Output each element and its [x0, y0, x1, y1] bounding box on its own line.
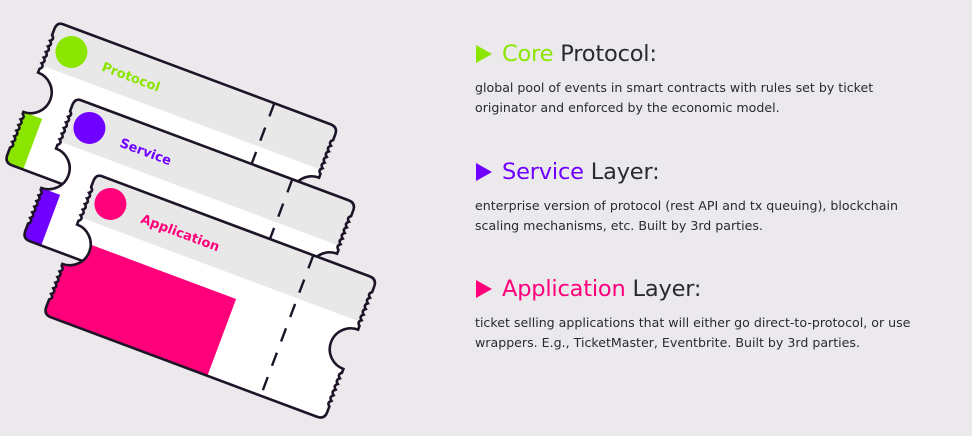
section-description: enterprise version of protocol (rest API… [475, 196, 945, 236]
section-application-layer: Application Layer: ticket selling applic… [475, 275, 945, 353]
section-description: ticket selling applications that will ei… [475, 313, 945, 353]
description-line: originator and enforced by the economic … [475, 100, 780, 115]
application-dot-icon [94, 187, 127, 220]
play-triangle-icon [476, 280, 492, 298]
section-heading: Core Protocol: [475, 40, 945, 68]
service-dot-icon [73, 111, 106, 144]
play-triangle-icon [476, 45, 492, 63]
heading-rest: Layer: [632, 276, 702, 302]
description-line: scaling mechanisms, etc. Built by 3rd pa… [475, 218, 763, 233]
heading-rest: Protocol: [560, 41, 657, 67]
section-description: global pool of events in smart contracts… [475, 78, 945, 118]
heading-highlight: Core [502, 41, 554, 67]
section-heading: Service Layer: [475, 158, 945, 186]
ticket-stack-illustration: Protocol Service Application [3, 20, 379, 421]
protocol-stub-fill [4, 108, 43, 185]
ticket-application: Application [42, 172, 379, 421]
description-line: ticket selling applications that will ei… [475, 315, 911, 330]
heading-highlight: Service [502, 159, 584, 185]
application-fill-block [43, 234, 237, 384]
section-service-layer: Service Layer: enterprise version of pro… [475, 158, 945, 236]
heading-highlight: Application [502, 276, 626, 302]
service-stub-fill [22, 184, 61, 261]
section-heading: Application Layer: [475, 275, 945, 303]
protocol-dot-icon [55, 35, 88, 68]
description-line: global pool of events in smart contracts… [475, 80, 874, 95]
heading-rest: Layer: [590, 159, 660, 185]
description-line: wrappers. E.g., TicketMaster, Eventbrite… [475, 335, 860, 350]
section-core-protocol: Core Protocol: global pool of events in … [475, 40, 945, 118]
description-line: enterprise version of protocol (rest API… [475, 198, 898, 213]
play-triangle-icon [476, 163, 492, 181]
